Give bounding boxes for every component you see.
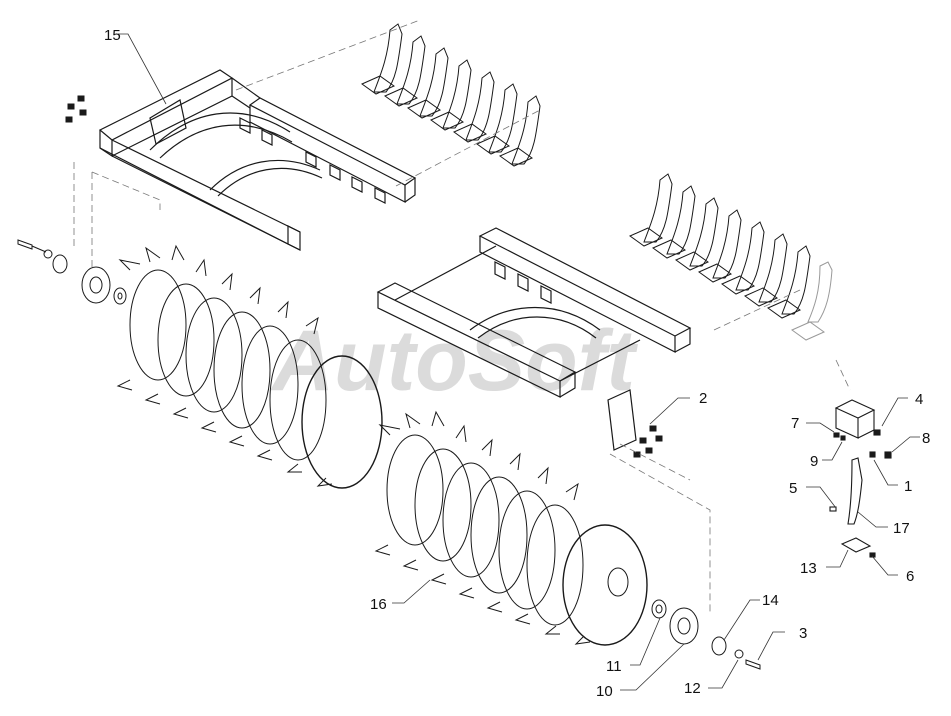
callout-1: 1	[904, 478, 912, 495]
callout-11: 11	[606, 658, 622, 675]
callout-13: 13	[800, 560, 817, 577]
callout-17: 17	[893, 520, 910, 537]
callout-labels: 15 2 3 4 5 6 7 8 9 1 17 13 14 11 10 12 1…	[104, 27, 930, 700]
callout-10: 10	[596, 683, 613, 700]
tine-detail-assembly	[829, 399, 892, 558]
leader-lines	[118, 33, 920, 691]
callout-7: 7	[791, 415, 799, 432]
right-tine-row	[628, 173, 833, 341]
callout-9: 9	[810, 453, 818, 470]
frame-15	[98, 69, 417, 251]
callout-3: 3	[799, 625, 807, 642]
callout-2: 2	[699, 390, 707, 407]
assembly-guides	[73, 19, 851, 612]
left-bearing-set	[17, 239, 127, 305]
callout-8: 8	[922, 430, 930, 447]
frame-bolts	[65, 95, 663, 458]
callout-15: 15	[104, 27, 121, 44]
callout-14: 14	[762, 592, 779, 609]
callout-4: 4	[915, 391, 923, 408]
callout-6: 6	[906, 568, 914, 585]
callout-16: 16	[370, 596, 387, 613]
roller-left	[116, 244, 383, 489]
right-bearing-set	[651, 599, 761, 670]
upper-tine-row	[360, 23, 541, 167]
frame-rear	[376, 227, 692, 451]
callout-12: 12	[684, 680, 701, 697]
roller-16	[374, 410, 648, 646]
callout-5: 5	[789, 480, 797, 497]
